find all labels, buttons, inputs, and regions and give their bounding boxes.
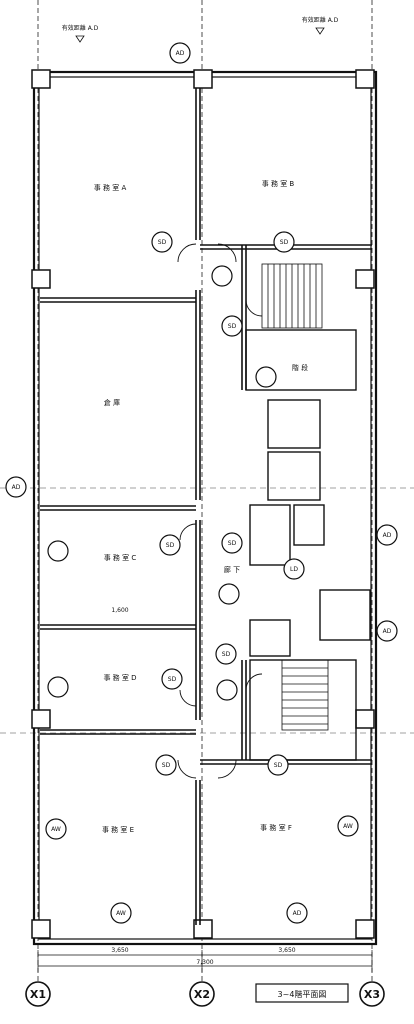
stair-label: 階 段: [292, 363, 308, 372]
tag-aw-3: AW: [116, 910, 126, 917]
axis-label-x3: X3: [364, 988, 380, 1001]
corridor-label: 廊 下: [224, 565, 240, 574]
tag-sd-2: SD: [280, 239, 289, 246]
room-e-label: 事 務 室 E: [102, 825, 134, 834]
room-b-label: 事 務 室 B: [262, 179, 295, 188]
tag-sd-3: SD: [228, 323, 237, 330]
outer-walls: [32, 70, 378, 946]
room-c-label: 事 務 室 C: [104, 553, 137, 562]
tag-sd-8: SD: [162, 762, 171, 769]
tag-aw-1: AW: [51, 826, 61, 833]
stair-lower: [249, 659, 357, 761]
door-tags: [5, 42, 398, 924]
dim-mid: 1,600: [111, 607, 128, 614]
room-d-label: 事 務 室 D: [103, 673, 136, 682]
drawing-title: 3~4階平面図: [278, 989, 327, 999]
tag-sd-1: SD: [158, 239, 167, 246]
axis-label-x2: X2: [194, 988, 210, 1001]
room-large-label: 倉 庫: [104, 398, 120, 407]
shafts: [249, 399, 371, 657]
tag-ad-4: AD: [383, 628, 392, 635]
tag-ad-5: AD: [293, 910, 302, 917]
top-marker-left: 有效距離 A.D: [62, 24, 99, 32]
tag-sd-5: SD: [228, 540, 237, 547]
dim-total: 7,300: [196, 959, 213, 966]
tag-ld-1: LD: [290, 566, 298, 573]
axis-label-x1: X1: [30, 988, 46, 1001]
stair-upper: [245, 263, 357, 391]
tag-sd-9: SD: [274, 762, 283, 769]
axis-markers: [25, 981, 385, 1007]
columns: [31, 69, 375, 939]
tag-sd-7: SD: [168, 676, 177, 683]
door-swings: [177, 243, 263, 779]
tag-ad-2: AD: [12, 484, 21, 491]
tag-aw-2: AW: [343, 823, 353, 830]
tag-ad-1: AD: [176, 50, 185, 57]
top-marker-right: 有效距離 A.D: [302, 16, 339, 24]
room-a-label: 事 務 室 A: [94, 183, 127, 192]
room-f-label: 事 務 室 F: [260, 823, 292, 832]
tag-sd-4: SD: [166, 542, 175, 549]
grid-lines: [37, 0, 373, 985]
dim-right-bay: 3,650: [278, 947, 295, 954]
dim-left-bay: 3,650: [111, 947, 128, 954]
tag-sd-6: SD: [222, 651, 231, 658]
dimension-lines: [37, 950, 373, 972]
corridor-walls: [195, 88, 247, 925]
tag-ad-3: AD: [383, 532, 392, 539]
